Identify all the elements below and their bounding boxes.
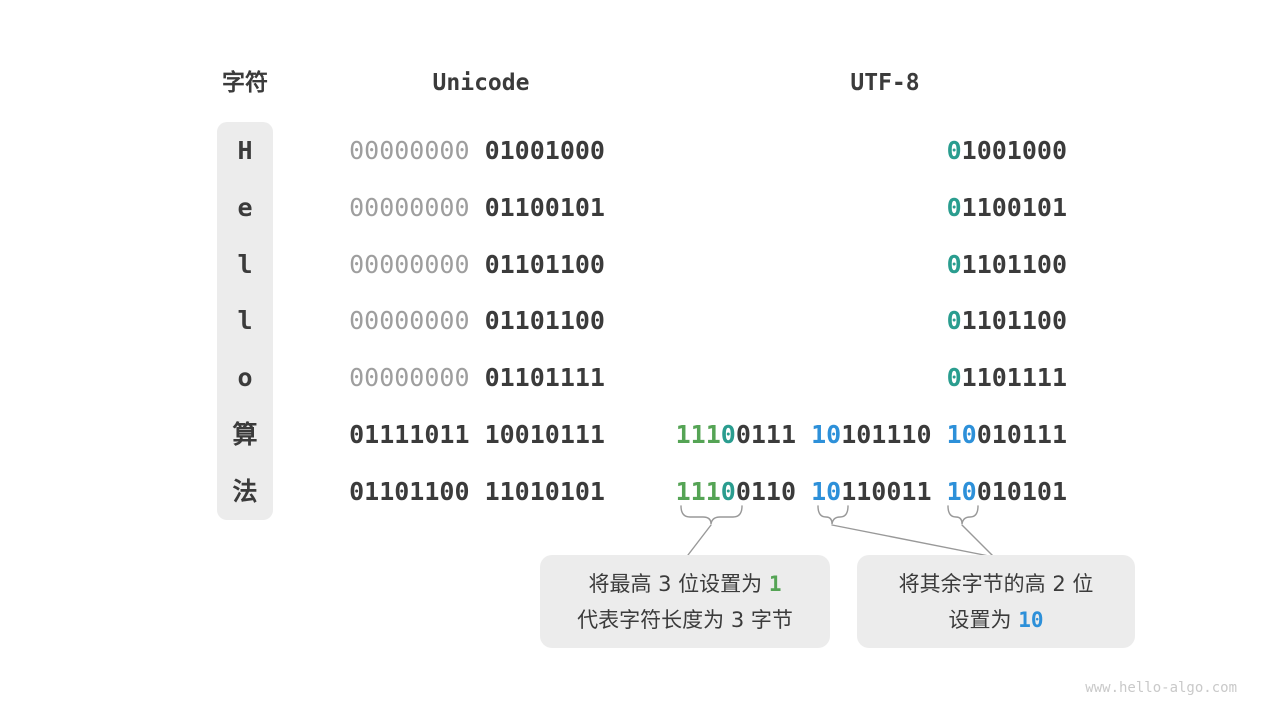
binary-token-dark xyxy=(470,136,485,165)
binary-token-dark: 1101100 xyxy=(961,306,1067,335)
binary-token-teal: 0 xyxy=(946,193,962,222)
column-header-utf8: UTF-8 xyxy=(850,70,920,96)
utf8-binary: 11100110 10110011 10010101 xyxy=(667,474,1067,510)
binary-token-dark: 0110 xyxy=(735,477,797,506)
binary-token-gray: 00000000 xyxy=(349,136,470,165)
binary-token-dark: 01111011 xyxy=(349,420,470,449)
binary-token-dark xyxy=(932,420,947,449)
binary-token-blue: 10 xyxy=(946,420,977,449)
highlight-bits-10: 10 xyxy=(1018,608,1044,632)
binary-token-green: 111 xyxy=(675,420,721,449)
binary-token-dark: 1101111 xyxy=(961,363,1067,392)
binary-token-dark: 01101100 xyxy=(484,306,605,335)
binary-token-dark: 010101 xyxy=(976,477,1067,506)
binary-token-gray: 00000000 xyxy=(349,306,470,335)
binary-token-teal: 0 xyxy=(720,477,736,506)
utf8-binary: 01101100 xyxy=(667,303,1067,339)
connector-right-callout-b xyxy=(961,524,995,558)
binary-token-dark: 110011 xyxy=(841,477,932,506)
callout-continuation-bits: 将其余字节的高 2 位 设置为 10 xyxy=(857,555,1135,648)
binary-token-teal: 0 xyxy=(720,420,736,449)
binary-token-gray: 00000000 xyxy=(349,363,470,392)
binary-token-dark: 1001000 xyxy=(961,136,1067,165)
binary-token-dark: 11010101 xyxy=(484,477,605,506)
binary-token-blue: 10 xyxy=(811,477,842,506)
unicode-binary: 00000000 01100101 xyxy=(340,190,605,226)
binary-token-gray: 00000000 xyxy=(349,250,470,279)
unicode-binary: 00000000 01101111 xyxy=(340,360,605,396)
unicode-binary: 00000000 01101100 xyxy=(340,247,605,283)
binary-token-dark: 101110 xyxy=(841,420,932,449)
callout-leading-bits-line1: 将最高 3 位设置为 1 xyxy=(588,572,782,596)
binary-token-blue: 10 xyxy=(946,477,977,506)
utf8-binary: 01001000 xyxy=(667,133,1067,169)
utf8-binary: 01101100 xyxy=(667,247,1067,283)
binary-token-teal: 0 xyxy=(946,250,962,279)
binary-token-dark: 01001000 xyxy=(484,136,605,165)
binary-token-teal: 0 xyxy=(946,363,962,392)
binary-token-dark: 01101100 xyxy=(349,477,470,506)
unicode-binary: 01101100 11010101 xyxy=(340,474,605,510)
binary-token-dark: 1100101 xyxy=(961,193,1067,222)
binary-token-green: 111 xyxy=(675,477,721,506)
column-header-char: 字符 xyxy=(222,70,268,96)
unicode-binary: 00000000 01001000 xyxy=(340,133,605,169)
char-label: 算 xyxy=(232,420,258,449)
binary-token-dark xyxy=(796,420,811,449)
binary-token-dark: 1101100 xyxy=(961,250,1067,279)
char-label: e xyxy=(237,193,253,222)
binary-token-dark xyxy=(470,363,485,392)
char-label: l xyxy=(237,306,253,335)
binary-token-dark xyxy=(470,306,485,335)
binary-token-dark xyxy=(796,477,811,506)
binary-token-teal: 0 xyxy=(946,136,962,165)
watermark: www.hello-algo.com xyxy=(1085,680,1237,696)
char-label: l xyxy=(237,250,253,279)
connector-left-callout xyxy=(687,524,712,556)
binary-token-dark xyxy=(470,420,485,449)
highlight-bit-1: 1 xyxy=(768,572,782,596)
connector-right-callout-a xyxy=(831,524,995,558)
binary-token-dark: 0111 xyxy=(735,420,797,449)
utf8-binary: 01101111 xyxy=(667,360,1067,396)
callout-leading-bits: 将最高 3 位设置为 1 代表字符长度为 3 字节 xyxy=(540,555,830,648)
binary-token-dark xyxy=(470,250,485,279)
binary-token-dark: 01100101 xyxy=(484,193,605,222)
column-header-unicode: Unicode xyxy=(432,70,530,96)
callout-leading-bits-line2: 代表字符长度为 3 字节 xyxy=(577,608,793,632)
callout-continuation-line2: 设置为 10 xyxy=(948,608,1044,632)
binary-token-blue: 10 xyxy=(811,420,842,449)
char-label: 法 xyxy=(232,477,258,506)
unicode-binary: 00000000 01101100 xyxy=(340,303,605,339)
char-column-background xyxy=(217,122,273,520)
binary-token-dark xyxy=(470,477,485,506)
binary-token-dark xyxy=(470,193,485,222)
utf8-binary: 11100111 10101110 10010111 xyxy=(667,417,1067,453)
char-label: o xyxy=(237,363,253,392)
binary-token-dark xyxy=(932,477,947,506)
binary-token-dark: 10010111 xyxy=(484,420,605,449)
unicode-binary: 01111011 10010111 xyxy=(340,417,605,453)
binary-token-gray: 00000000 xyxy=(349,193,470,222)
binary-token-teal: 0 xyxy=(946,306,962,335)
binary-token-dark: 01101100 xyxy=(484,250,605,279)
callout-continuation-line1: 将其余字节的高 2 位 xyxy=(898,572,1094,596)
char-label: H xyxy=(237,136,253,165)
utf8-binary: 01100101 xyxy=(667,190,1067,226)
binary-token-dark: 01101111 xyxy=(484,363,605,392)
binary-token-dark: 010111 xyxy=(976,420,1067,449)
